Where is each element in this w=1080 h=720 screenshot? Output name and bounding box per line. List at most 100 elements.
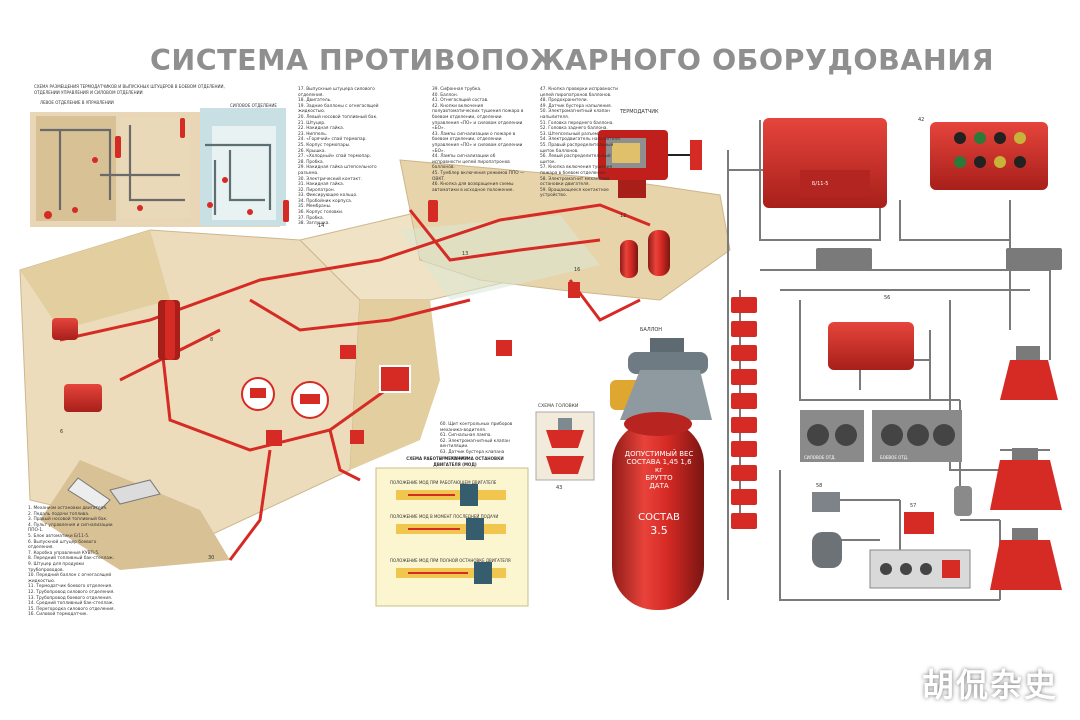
connector-stack [731, 297, 757, 529]
legend-line: 37. Пробка. [298, 215, 325, 221]
legend-line: 58. Электромагнит механизма [540, 176, 610, 182]
legend-line: 33. Фиксирующее кольцо. [298, 193, 358, 199]
legend-line: 48. Предохранители. [540, 98, 588, 104]
legend-bottom-left-text: 1. Механизм остановки двигателя.2. Педал… [28, 506, 115, 618]
legend-line: 44. Лампы сигнализации об [432, 154, 496, 160]
legend-line: 36. Корпус головки. [298, 210, 344, 216]
legend-line: 8. Передний топливный бак-стеллаж. [28, 556, 115, 562]
fire-extinguisher-cylinder [610, 338, 712, 610]
label-43: 43 [556, 485, 563, 491]
legend-line: управления «ПО» и силовом отделении [432, 120, 523, 126]
label-57: 57 [910, 503, 917, 509]
legend-line: пожара в боевом отделении. [540, 170, 607, 176]
legend-line: 55. Правый распределительный [540, 142, 614, 148]
engine-stop-subtitle: ДВИГАТЕЛЯ (МОД) [433, 462, 477, 467]
legend-line: 2. Педаль подачи топлива. [28, 511, 90, 517]
label-8: 8 [210, 337, 214, 343]
engine-stop-scheme [375, 467, 529, 607]
legend-line: 21. Штуцер. [298, 120, 326, 126]
legend-line: щиток баллонов. [540, 148, 579, 154]
head-scheme-label: СХЕМА ГОЛОВКИ [538, 404, 579, 409]
engine-stop-row2: ПОЛОЖЕНИЕ МОД В МОМЕНТ ПОСЛЕДНЕЙ ПОДАЧИ [390, 514, 499, 519]
head-scheme [535, 411, 595, 481]
balloon-heads [990, 346, 1062, 590]
legend-line: 45. Тумблер включения режимов ППО — [432, 170, 525, 176]
legend-line: остановки двигателя. [540, 182, 590, 188]
legend-line: 3. Правый носовой топливный бак. [28, 517, 108, 523]
legend-line: 1. Механизм остановки двигателя. [28, 506, 108, 511]
legend-line: 42. Кнопки включения [432, 103, 484, 109]
cylinder-line6: 3.5 [650, 524, 668, 537]
legend-line: баллонов. [432, 165, 455, 171]
control-box-label: Б/11-5 [812, 181, 829, 187]
legend-line: 38. Заглушка. [298, 221, 330, 227]
legend-line: 39. Сифонная трубка. [432, 87, 482, 92]
cylinder-line2: СОСТАВА 1,45 1,6 кг [626, 458, 692, 474]
legend-line: 59. Вращающееся контактное [540, 187, 609, 193]
legend-line: щиток. [540, 159, 556, 165]
legend-line: ППО-1. [28, 528, 44, 534]
label-12: 12 [620, 213, 627, 219]
legend-line: 52. Головка заднего баллона. [540, 126, 608, 132]
legend-line: боевом отделении, отделении [432, 114, 502, 120]
panel-a-label: СИЛОВОЕ ОТД. [804, 455, 836, 460]
legend-line: вентиляции. [440, 455, 469, 461]
legend-line: 12. Трубопровод силового отделения. [28, 589, 115, 595]
legend-line: 46. Кнопка для возвращения схемы [432, 182, 514, 188]
legend-line: 27. «Холодный» спай термопар. [298, 154, 371, 160]
legend-line: отделения. [298, 92, 324, 98]
legend-line: 24. «Горячий» спай термопар. [298, 137, 367, 143]
legend-line: 50. Электромагнитный клапан [540, 109, 610, 115]
cylinder-line5: СОСТАВ [638, 512, 680, 523]
legend-line: боевом отделении, отделении [432, 137, 502, 143]
legend-line: «БО». [432, 126, 445, 132]
legend-line: жидкостью. [298, 109, 326, 115]
legend-line: 10. Передний баллон с огнегасящей [28, 573, 112, 579]
pipe-network [59, 203, 651, 561]
thermo-sensor [598, 130, 702, 198]
legend-line: отделения. [28, 545, 54, 551]
legend-line: 31. Накидная гайка. [298, 182, 345, 188]
legend-line: 26. Крышка. [298, 148, 326, 154]
legend-line: 53. Штепсельный разъем. [540, 131, 600, 137]
legend-line: 61. Сигнальная лампа. [440, 433, 492, 439]
engine-stop-row1: ПОЛОЖЕНИЕ МОД ПРИ РАБОТАЮЩЕМ ДВИГАТЕЛЕ [390, 480, 497, 485]
engine-stop-title: СХЕМА РАБОТЫ МЕХАНИЗМА ОСТАНОВКИ [406, 456, 504, 461]
inset-label-right: СИЛОВОЕ ОТДЕЛЕНИЕ [230, 103, 277, 108]
control-units [763, 118, 1062, 589]
legend-line: трубопроводов. [28, 567, 64, 573]
legend-line: 13. Трубопровод боевого отделения. [28, 595, 113, 601]
inset-subtitle: ОТДЕЛЕНИИ УПРАВЛЕНИЯ И СИЛОВОМ ОТДЕЛЕНИИ [34, 90, 143, 95]
inset-label-left: ЛЕВОЕ ОТДЕЛЕНИЕ В УПРАВЛЕНИИ [40, 100, 114, 105]
legend-line: вентиляции. [440, 444, 469, 450]
legend-line: 19. Задние баллоны с огнегасящей [298, 103, 379, 109]
legend-line: ОВКТ. [432, 176, 446, 182]
legend-line: 23. Ниппель. [298, 131, 328, 137]
legend-line: 60. Щит контрольных приборов [440, 422, 513, 427]
legend-line: 25. Корпус термопары. [298, 142, 351, 148]
legend-line: 6. Выпускной штуцер боевого [28, 539, 97, 545]
legend-line: 56. Левый распределительный [540, 154, 611, 160]
cylinder-label: ДОПУСТИМЫЙ ВЕС СОСТАВА 1,45 1,6 кг БРУТТ… [624, 450, 694, 537]
cylinder-line4: ДАТА [649, 482, 669, 490]
balloon-label: БАЛЛОН [640, 327, 663, 333]
legend-line: 16. Силовой термодатчик. [28, 612, 88, 618]
legend-line: полуавтоматических тушения пожара в [432, 109, 524, 115]
legend-line: 54. Электродвигатель напылителя. [540, 137, 622, 143]
legend-line: 18. Двигатель. [298, 98, 332, 104]
legend-line: 57. Кнопка включения тушения [540, 165, 613, 171]
legend-col2-text: 39. Сифонная трубка.40. Баллон.41. Огнег… [432, 87, 524, 193]
label-42: 42 [918, 117, 925, 123]
legend-line: 29. Накидная гайка штепсельного [298, 165, 377, 171]
legend-line: 11. Термодатчик боевого отделения. [28, 584, 113, 590]
panel-b-label: БОЕВОЕ ОТД. [880, 455, 909, 460]
legend-line: 17. Выпускные штуцера силового [298, 87, 375, 92]
